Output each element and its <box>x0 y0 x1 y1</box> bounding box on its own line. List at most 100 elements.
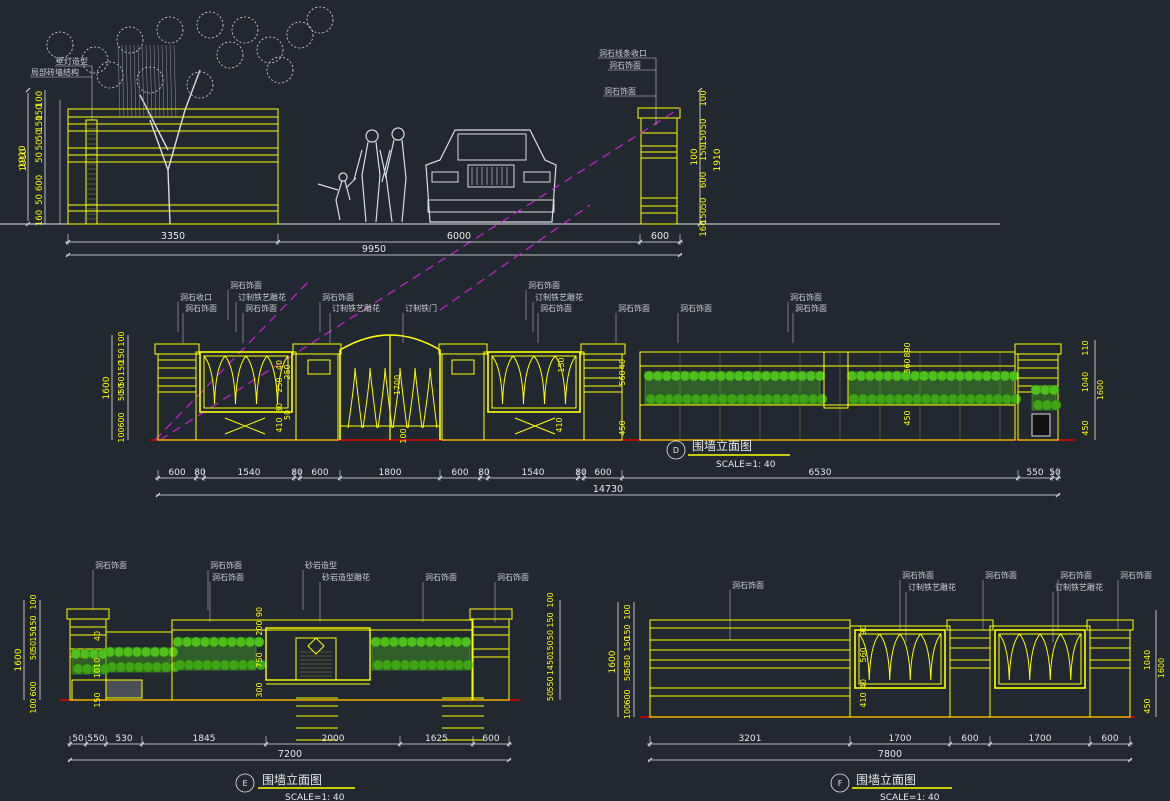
annotation-label: 洞石饰面 <box>795 303 827 313</box>
hedge-leaf <box>124 661 136 673</box>
annotation-label: 洞石饰面 <box>732 580 764 590</box>
drawing-title: 围墙立面图 <box>692 438 752 453</box>
railing-arch <box>858 633 880 681</box>
dimension-text: 150 <box>117 348 126 363</box>
hedge-leaf <box>399 659 411 671</box>
annotation-label: 洞石饰面 <box>604 86 636 96</box>
gate-leaf-ornament <box>392 367 408 429</box>
pillar-cap <box>438 343 488 355</box>
hedge-leaf <box>699 393 711 405</box>
hedge-leaf <box>1001 393 1013 405</box>
annotation-label: 洞石饰面 <box>1120 570 1152 580</box>
dimension-text: 150 <box>699 130 709 146</box>
hedge-leaf <box>744 393 756 405</box>
tree-hatch <box>145 44 149 119</box>
dimension-tick <box>947 741 953 747</box>
annotation-label: 洞石饰面 <box>1060 570 1092 580</box>
hedge-leaf <box>115 661 127 673</box>
dimension-text: 1700 <box>889 734 912 744</box>
hedge-leaf <box>706 370 718 382</box>
annotation-label: 洞石饰面 <box>528 280 560 290</box>
dimension-text: 600 <box>1101 734 1118 744</box>
inner-dimension: 300 <box>255 682 264 697</box>
hedge-leaf <box>814 370 826 382</box>
dimension-tick <box>506 757 512 763</box>
tree-foliage <box>216 41 244 69</box>
tree-foliage <box>266 56 294 84</box>
car-headlight <box>431 171 459 183</box>
hedge-leaf <box>244 636 256 648</box>
hedge-leaf <box>652 370 664 382</box>
dimension-text: 600 <box>311 468 328 478</box>
hedge-leaf <box>460 636 472 648</box>
dimension-text: 100 <box>690 148 700 165</box>
railing-arch <box>512 355 535 405</box>
inner-dimension: 410 <box>859 692 868 707</box>
dimension-text: 50 <box>623 655 632 665</box>
dimension-text: 600 <box>117 412 126 427</box>
dimension-tick <box>581 475 587 481</box>
stone-pillar <box>157 353 197 441</box>
hedge-leaf <box>406 636 418 648</box>
hedge-leaf <box>873 370 885 382</box>
dimension-tick <box>647 741 653 747</box>
inner-dimension: 200 <box>255 620 264 635</box>
annotation-label: 洞石饰面 <box>609 60 641 70</box>
railing-base <box>989 625 1091 718</box>
tree-hatch <box>161 44 165 119</box>
annotation-label: 洞石饰面 <box>985 570 1017 580</box>
tree-hatch <box>137 44 141 119</box>
dimension-tick <box>263 741 269 747</box>
dimension-text: 1040 <box>1081 372 1090 392</box>
tree-foliage <box>46 31 74 59</box>
dimension-text: 3201 <box>739 734 762 744</box>
car-grille <box>467 164 515 188</box>
hedge-leaf <box>219 659 231 671</box>
pillar-cap <box>637 107 681 119</box>
base-cross <box>224 417 266 435</box>
gate-leaf-ornament <box>347 367 363 429</box>
dimension-tick <box>65 252 71 258</box>
dimension-text: 1625 <box>425 734 448 744</box>
railing-frame <box>994 629 1086 689</box>
dimension-text: 50 <box>699 119 709 130</box>
hedge-leaf <box>645 393 657 405</box>
tree-trunk <box>139 69 201 225</box>
inner-dimension: 890 <box>903 342 912 357</box>
annotation-label: 砂岩造型 <box>305 560 337 570</box>
dimension-text: 50 <box>546 691 555 701</box>
hedge-leaf <box>965 393 977 405</box>
dimension-text: 50 <box>35 152 45 163</box>
hedge-leaf <box>688 370 700 382</box>
dimension-tick <box>297 475 303 481</box>
dimension-text: 100 <box>546 592 555 607</box>
dimension-text: 550 <box>1026 468 1043 478</box>
hedge-leaf <box>426 659 438 671</box>
hedge-leaf <box>918 370 930 382</box>
hedge-icon <box>104 646 181 673</box>
section-cut-line <box>159 107 681 441</box>
hedge-leaf <box>990 370 1002 382</box>
tree-hatch <box>149 44 153 119</box>
dimension-tick <box>155 492 161 498</box>
hedge-leaf <box>945 370 957 382</box>
dimension-text: 50 <box>117 391 126 401</box>
dimension-text: 1540 <box>238 468 261 478</box>
brick-column <box>85 119 98 225</box>
annotation-label: 订制铁艺雕花 <box>908 582 956 592</box>
dimension-text: 150 <box>29 626 38 641</box>
dimension-text: 600 <box>699 172 709 188</box>
railing-arch <box>1019 633 1041 681</box>
hedge-leaf <box>217 636 229 648</box>
inner-dimension: 750 <box>255 652 264 667</box>
base-cross <box>514 417 556 435</box>
dimension-text: 1540 <box>522 468 545 478</box>
hedge-leaf <box>140 646 152 658</box>
gate-leaf-ornament <box>422 367 438 429</box>
dimension-text: 2000 <box>322 734 345 744</box>
pillar-cap <box>66 608 110 620</box>
dimension-text: 160 <box>699 220 709 236</box>
hedge-leaf <box>131 646 143 658</box>
dimension-tick <box>155 475 161 481</box>
